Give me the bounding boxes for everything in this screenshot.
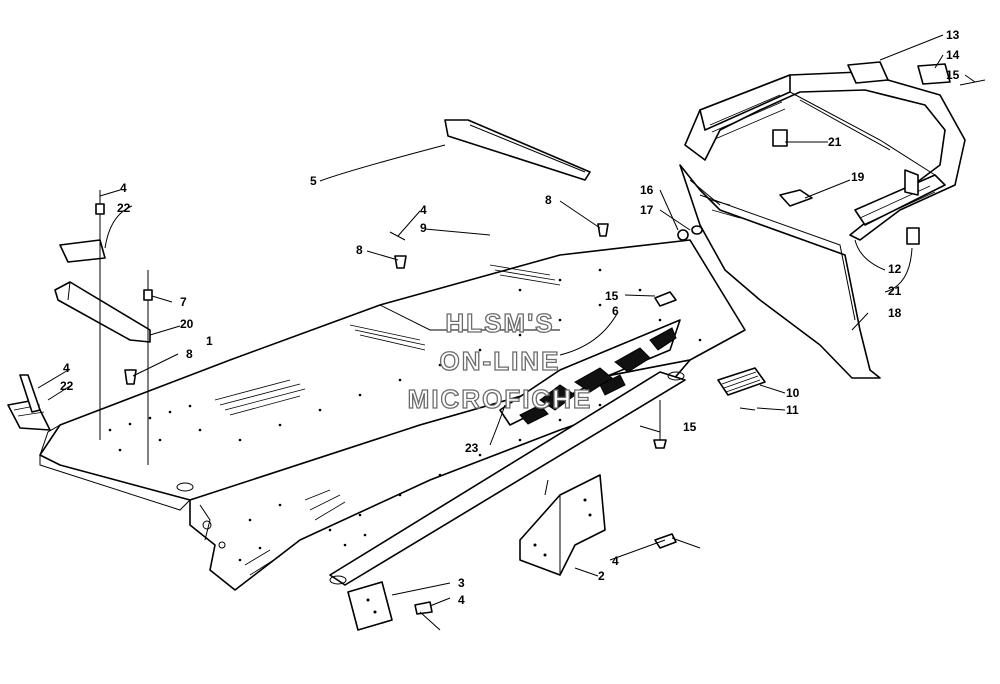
callout-16: 16 [640, 183, 654, 197]
callout-4-left-bottom: 4 [63, 361, 70, 375]
plate-bracket [347, 581, 393, 631]
left-brackets [7, 239, 151, 431]
bracket-mount [519, 474, 606, 576]
decal-checkered [499, 319, 681, 426]
callout-12: 12 [888, 262, 902, 276]
callout-4-plate: 4 [458, 593, 465, 607]
callout-15-rail: 15 [683, 420, 697, 434]
decal-strip [444, 119, 591, 181]
watermark-line-2: ON-LINE [440, 346, 561, 376]
callout-10: 10 [786, 386, 800, 400]
bracket-21-side [906, 227, 920, 245]
callout-8-center: 8 [356, 243, 363, 257]
callout-6: 6 [612, 304, 619, 318]
callout-7: 7 [180, 295, 187, 309]
reflector [717, 367, 766, 396]
callout-4-bracket: 4 [612, 554, 619, 568]
callout-13: 13 [946, 28, 960, 42]
callout-4-left-top: 4 [120, 181, 127, 195]
callout-1: 1 [206, 334, 213, 348]
callout-5: 5 [310, 174, 317, 188]
callout-14: 14 [946, 48, 960, 62]
callout-11: 11 [786, 403, 799, 417]
tunnel-panel [39, 239, 746, 591]
watermark-line-3: MICROFICHE [408, 384, 593, 414]
rivet-dots [108, 268, 702, 562]
callout-23: 23 [465, 441, 479, 455]
callout-20: 20 [180, 317, 194, 331]
callout-8-left: 8 [186, 347, 193, 361]
callout-22-top: 22 [117, 201, 131, 215]
watermark-line-1: HLSM'S [445, 308, 554, 338]
fasteners [19, 79, 986, 631]
callout-2: 2 [598, 569, 605, 583]
callout-19: 19 [851, 170, 865, 184]
clip-19 [779, 189, 813, 207]
callout-9: 9 [420, 221, 427, 235]
callout-22-bottom: 22 [60, 379, 74, 393]
callout-15-center: 15 [605, 289, 619, 303]
callout-21-side: 21 [888, 284, 902, 298]
callout-numbers: 1 2 3 4 4 4 4 4 5 6 7 8 8 8 9 10 11 12 1… [60, 28, 960, 607]
callout-3: 3 [458, 576, 465, 590]
bracket-21-top [772, 129, 788, 147]
side-rail [329, 371, 686, 586]
callout-17: 17 [640, 203, 654, 217]
rear-bumper [684, 71, 966, 245]
callout-8-top: 8 [545, 193, 552, 207]
decal-plates [847, 61, 951, 85]
callout-4-center: 4 [420, 203, 427, 217]
rear-flap [679, 164, 881, 379]
callout-15-top: 15 [946, 68, 960, 82]
leader-lines [37, 34, 976, 607]
callout-18: 18 [888, 306, 902, 320]
callout-21-top: 21 [828, 135, 842, 149]
watermark: HLSM'S ON-LINE MICROFICHE [407, 307, 593, 414]
